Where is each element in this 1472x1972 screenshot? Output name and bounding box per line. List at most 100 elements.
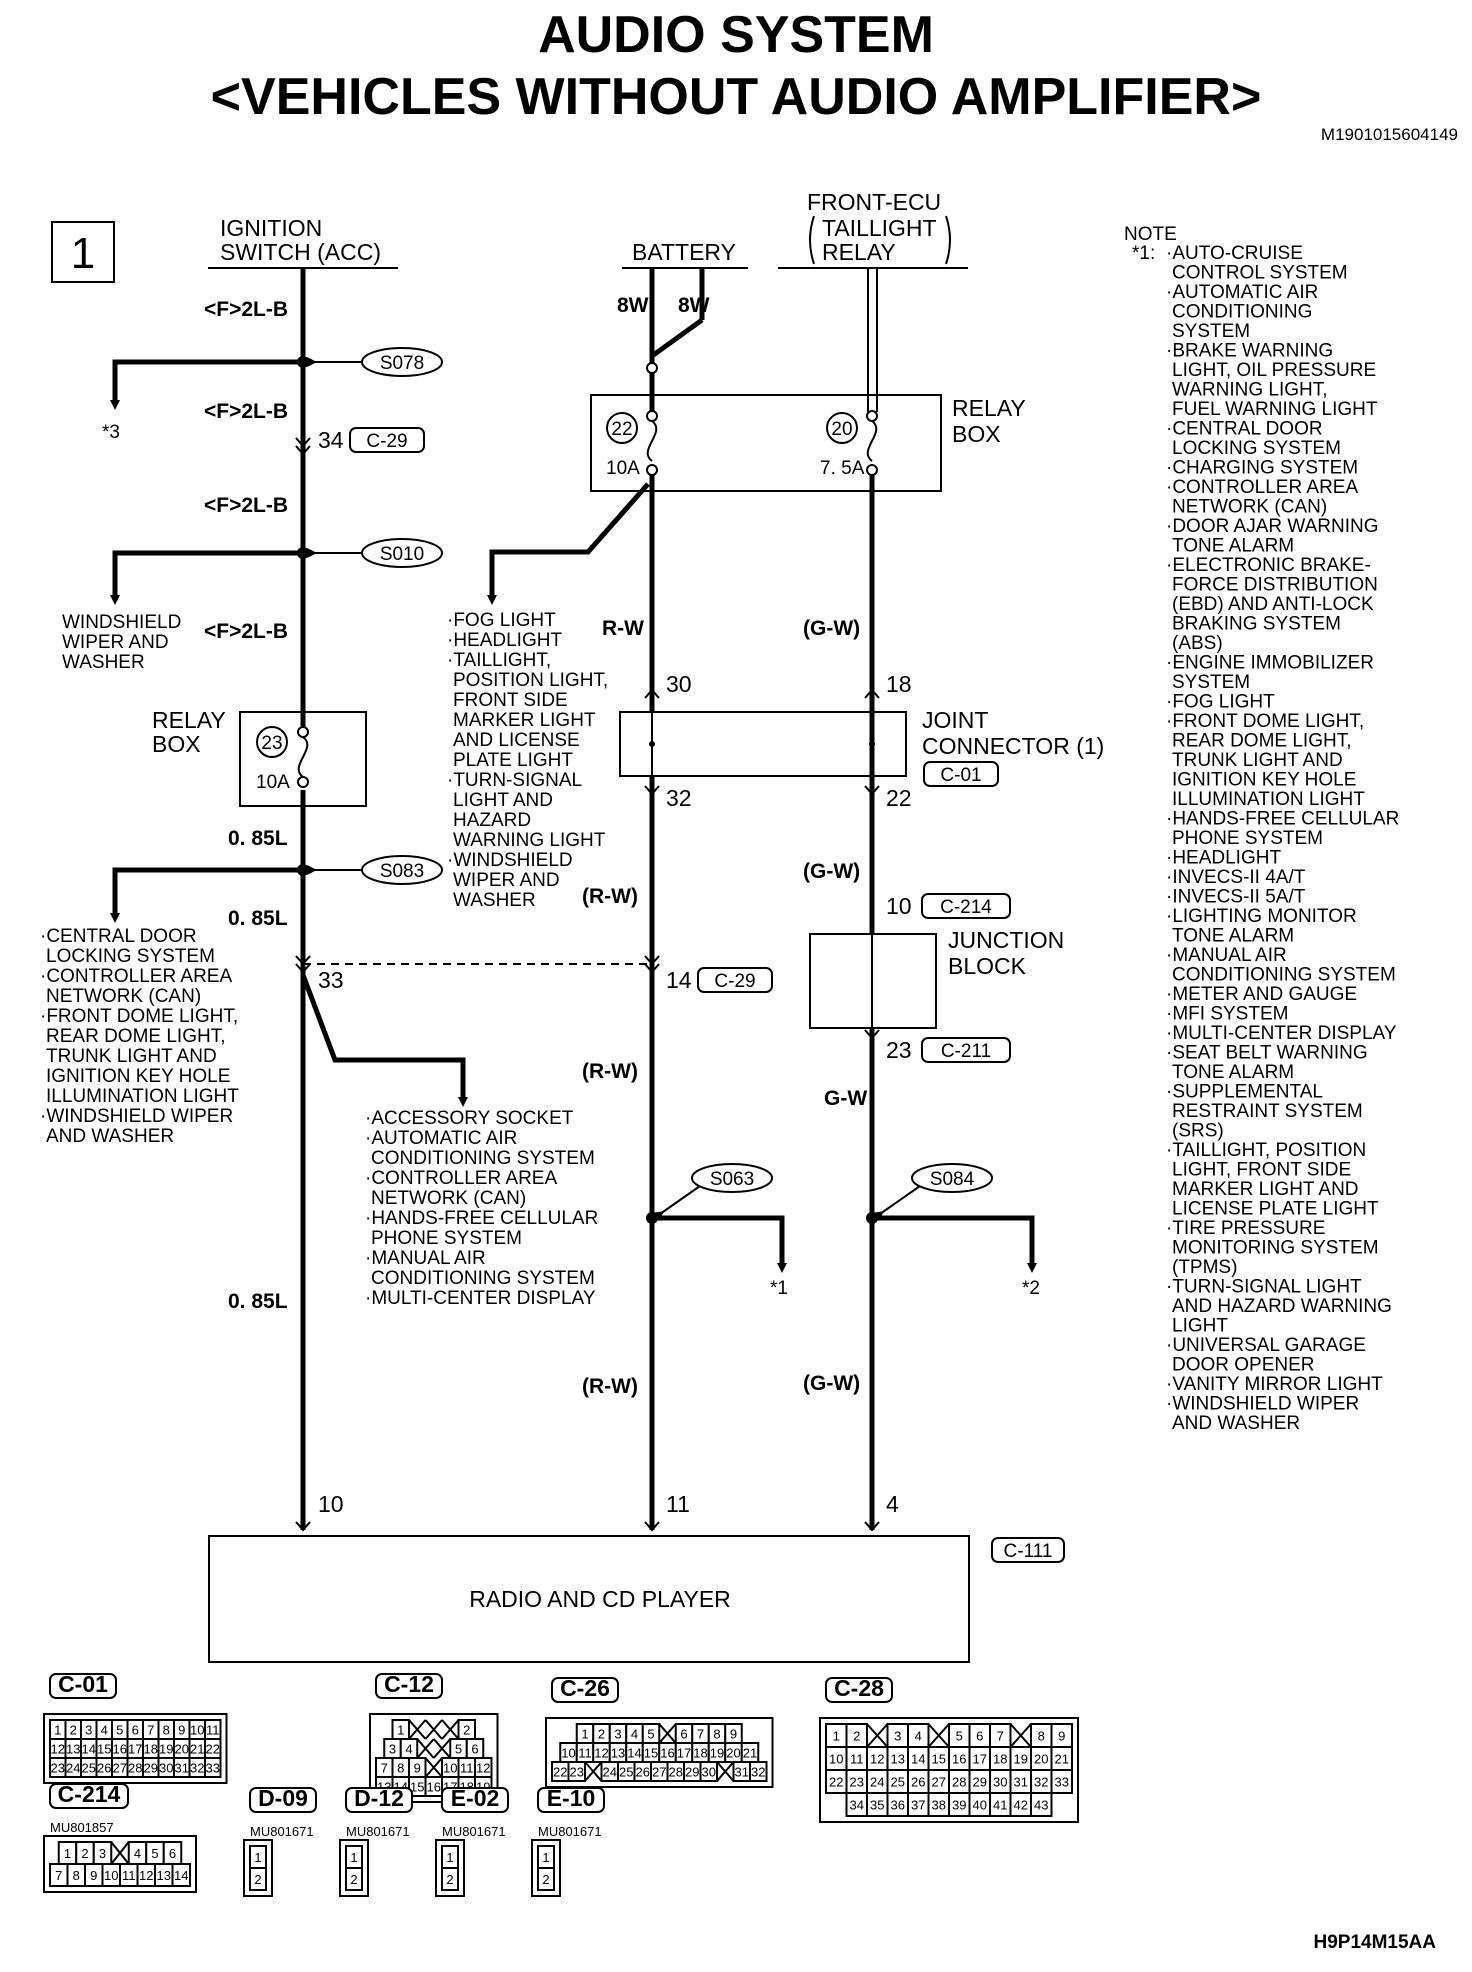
connector-pin: 3 — [894, 1729, 901, 1744]
connector-pin: 15 — [97, 1742, 111, 1757]
pin14-mark — [644, 955, 660, 974]
connector-pin: 22 — [553, 1765, 567, 1780]
note-line: MARKER LIGHT AND — [1172, 1179, 1359, 1200]
title-line-1: AUDIO SYSTEM — [538, 6, 934, 64]
connector-pin: 24 — [870, 1775, 884, 1790]
connector-label: C-28 — [834, 1675, 884, 1701]
conn-c01: C-01 — [940, 765, 981, 786]
dest-central-7: IGNITION KEY HOLE — [46, 1066, 230, 1087]
dest-central-list: ·CENTRAL DOOR LOCKING SYSTEM ·CONTROLLER… — [40, 926, 239, 1147]
note-line: BRAKING SYSTEM — [1172, 614, 1341, 635]
pin4-radio: 4 — [886, 1491, 899, 1517]
connector-pin: 9 — [178, 1723, 185, 1738]
page-number-box — [51, 221, 115, 283]
front-ecu-label: FRONT-ECU — [807, 189, 941, 215]
connector-pin: 22 — [829, 1775, 843, 1790]
connector-pin: 17 — [128, 1742, 142, 1757]
dest-accessory-5: ·HANDS-FREE CELLULAR — [365, 1208, 598, 1229]
conn-c214-box — [921, 893, 1011, 919]
connector-pin-cell — [345, 1867, 363, 1891]
junction-block-label-1: JUNCTION — [948, 927, 1064, 953]
connector-pin: 36 — [891, 1798, 905, 1813]
dest-central-2: ·CONTROLLER AREA — [40, 966, 232, 987]
connector-blank-cell — [927, 1723, 950, 1748]
connector-pin: 3 — [614, 1727, 621, 1742]
connector-pin: 2 — [81, 1846, 88, 1861]
dest-fog-2: ·TAILLIGHT, — [447, 650, 551, 671]
connector-label-box — [49, 1673, 117, 1699]
conn-c29-top-box — [349, 427, 425, 453]
connector-pin: 13 — [891, 1752, 905, 1767]
relay-box-right-label-1: RELAY — [952, 395, 1026, 421]
conn-c211: C-211 — [941, 1041, 991, 1062]
pin30-mark — [644, 688, 660, 699]
connector-pin: 6 — [976, 1729, 983, 1744]
connector-pin: 23 — [570, 1765, 584, 1780]
connector-pin: 7 — [381, 1761, 388, 1776]
connector-pin: 13 — [611, 1746, 625, 1761]
note-line: ·FOG LIGHT — [1166, 692, 1275, 713]
dest-central-4: ·FRONT DOME LIGHT, — [40, 1006, 238, 1027]
connector-pin: 4 — [134, 1846, 141, 1861]
wire-rw-1: R-W — [602, 617, 644, 640]
relay-label: RELAY — [822, 239, 896, 265]
connector-pin: 11 — [578, 1746, 592, 1761]
splice-s083-label: S083 — [380, 861, 424, 882]
note-line: ILLUMINATION LIGHT — [1172, 789, 1365, 810]
connector-blank-cell — [424, 1719, 443, 1740]
dest-fog-list: ·FOG LIGHT ·HEADLIGHT ·TAILLIGHT, POSITI… — [447, 610, 608, 911]
connector-pin: 23 — [51, 1761, 65, 1776]
pin34: 34 — [318, 427, 344, 453]
connector-label-box — [825, 1677, 893, 1703]
wire-f2lb-2: <F>2L-B — [204, 400, 288, 423]
dest-accessory-3: ·CONTROLLER AREA — [365, 1168, 557, 1189]
fuse22-top — [646, 410, 658, 422]
connector-pin: 1 — [581, 1727, 588, 1742]
connector-pin: 5 — [455, 1742, 462, 1757]
connector-pin: 3 — [389, 1742, 396, 1757]
fuse22-bottom — [646, 464, 658, 476]
connector-pin: 16 — [660, 1746, 674, 1761]
note-line: SYSTEM — [1172, 672, 1250, 693]
dest-accessory-1: ·AUTOMATIC AIR — [365, 1128, 517, 1149]
connector-label-box — [375, 1673, 443, 1699]
connector-pin-cell — [567, 1761, 586, 1782]
note-line: ·VANITY MIRROR LIGHT — [1166, 1374, 1383, 1395]
connector-pin: 1 — [350, 1850, 357, 1865]
note-line: NETWORK (CAN) — [1172, 497, 1327, 518]
pin22: 22 — [886, 785, 912, 811]
connector-pin-cell — [537, 1867, 555, 1891]
connector-blank-cell — [441, 1719, 460, 1740]
connector-pin: 28 — [952, 1775, 966, 1790]
note-line: ·MFI SYSTEM — [1166, 1004, 1288, 1025]
ecu-bracket-right — [945, 215, 951, 265]
connector-part-number: MU801671 — [538, 1824, 602, 1839]
connector-label-box — [537, 1787, 605, 1813]
connector-pin: 33 — [1055, 1775, 1069, 1790]
note-line: LIGHT, FRONT SIDE — [1172, 1160, 1351, 1181]
connector-pin-cell — [249, 1867, 267, 1891]
connector-pin: 9 — [730, 1727, 737, 1742]
wire-f2lb-1: <F>2L-B — [204, 298, 288, 321]
note-line: (EBD) AND ANTI-LOCK — [1172, 594, 1374, 615]
dest-accessory-2: CONDITIONING SYSTEM — [371, 1148, 595, 1169]
connector-pin: 3 — [99, 1846, 106, 1861]
connector-pin: 7 — [697, 1727, 704, 1742]
connector-pin: 5 — [116, 1723, 123, 1738]
note-line: LIGHT — [1172, 1316, 1228, 1337]
splice-s083 — [361, 855, 443, 885]
note-line: ·DOOR AJAR WARNING — [1166, 516, 1379, 537]
ignition-switch-label: IGNITION — [220, 215, 322, 241]
splice-s078 — [361, 347, 443, 377]
connector-pin: 11 — [460, 1761, 474, 1776]
connector-label-box — [345, 1787, 413, 1813]
connector-blank-cell — [424, 1757, 443, 1778]
conn-c01-box — [923, 761, 999, 787]
connector-label: C-01 — [58, 1671, 108, 1697]
connector-pin: 1 — [397, 1723, 404, 1738]
connector-pin: 39 — [952, 1798, 966, 1813]
connector-pin: 5 — [647, 1727, 654, 1742]
connector-pin: 1 — [833, 1729, 840, 1744]
connector-pin: 1 — [54, 1723, 61, 1738]
